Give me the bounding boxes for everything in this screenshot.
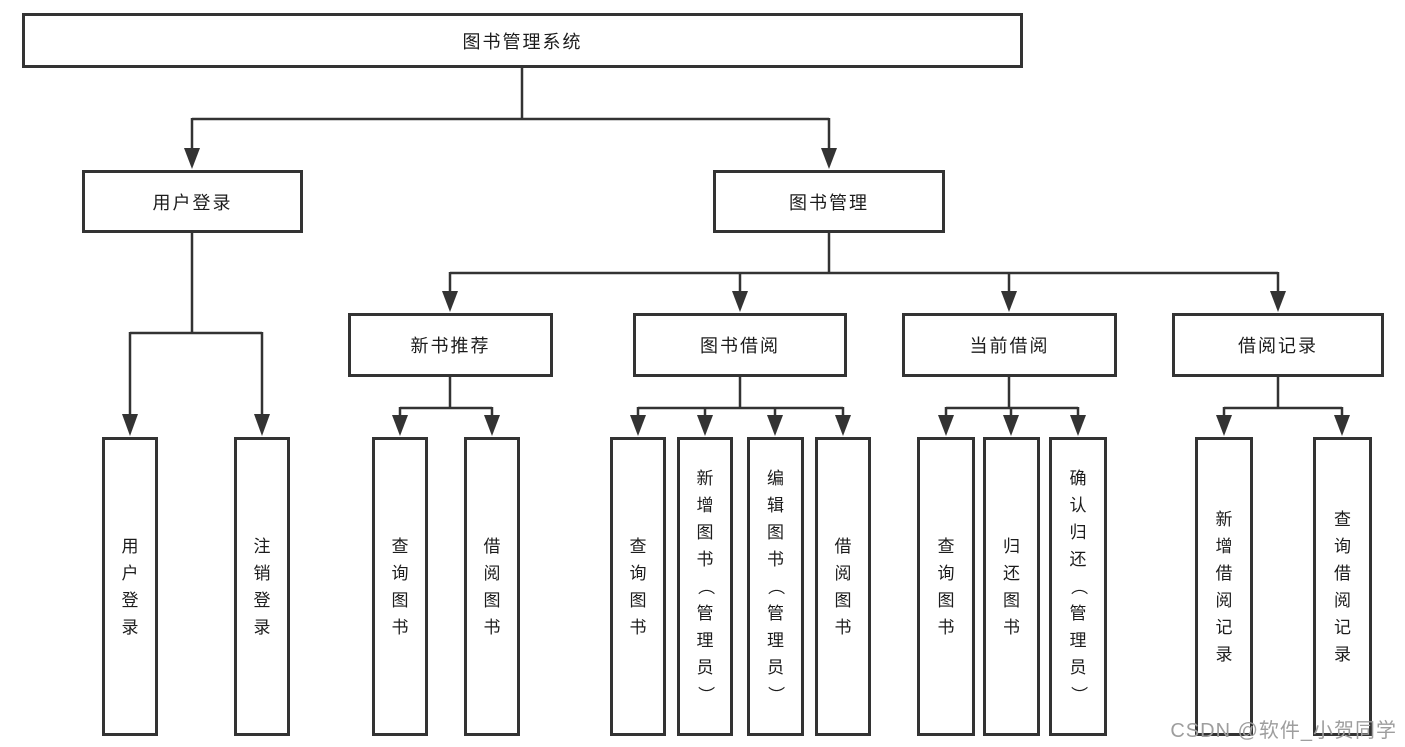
connectors-current-borrowing — [938, 376, 1086, 436]
leaf-edit-book-admin: 编辑图书（管理员） — [747, 437, 804, 736]
node-user-login: 用户登录 — [82, 170, 303, 233]
connectors-user-login — [122, 233, 270, 436]
connectors-book-borrowing — [630, 376, 851, 436]
connectors-root — [184, 68, 837, 169]
leaf-borrow-books-recommend: 借阅图书 — [464, 437, 520, 736]
node-book-borrowing: 图书借阅 — [633, 313, 847, 377]
csdn-watermark: CSDN @软件_小贺同学 — [1170, 720, 1397, 742]
connectors-book-management — [442, 233, 1286, 312]
node-library-management-system: 图书管理系统 — [22, 13, 1023, 68]
leaf-add-borrow-record: 新增借阅记录 — [1195, 437, 1253, 736]
leaf-logout: 注销登录 — [234, 437, 290, 736]
node-borrowing-records: 借阅记录 — [1172, 313, 1384, 377]
node-current-borrowing: 当前借阅 — [902, 313, 1117, 377]
leaf-query-borrow-record: 查询借阅记录 — [1313, 437, 1372, 736]
leaf-confirm-return-admin: 确认归还（管理员） — [1049, 437, 1107, 736]
leaf-borrow-books-borrowing: 借阅图书 — [815, 437, 871, 736]
leaf-query-books-current: 查询图书 — [917, 437, 975, 736]
leaf-user-login: 用户登录 — [102, 437, 158, 736]
node-book-management: 图书管理 — [713, 170, 945, 233]
leaf-query-books-borrowing: 查询图书 — [610, 437, 666, 736]
connectors-new-book-recommendation — [392, 377, 500, 436]
leaf-query-books-recommend: 查询图书 — [372, 437, 428, 736]
leaf-return-books: 归还图书 — [983, 437, 1040, 736]
connectors-borrowing-records — [1216, 376, 1350, 436]
leaf-add-book-admin: 新增图书（管理员） — [677, 437, 733, 736]
node-new-book-recommendation: 新书推荐 — [348, 313, 553, 377]
